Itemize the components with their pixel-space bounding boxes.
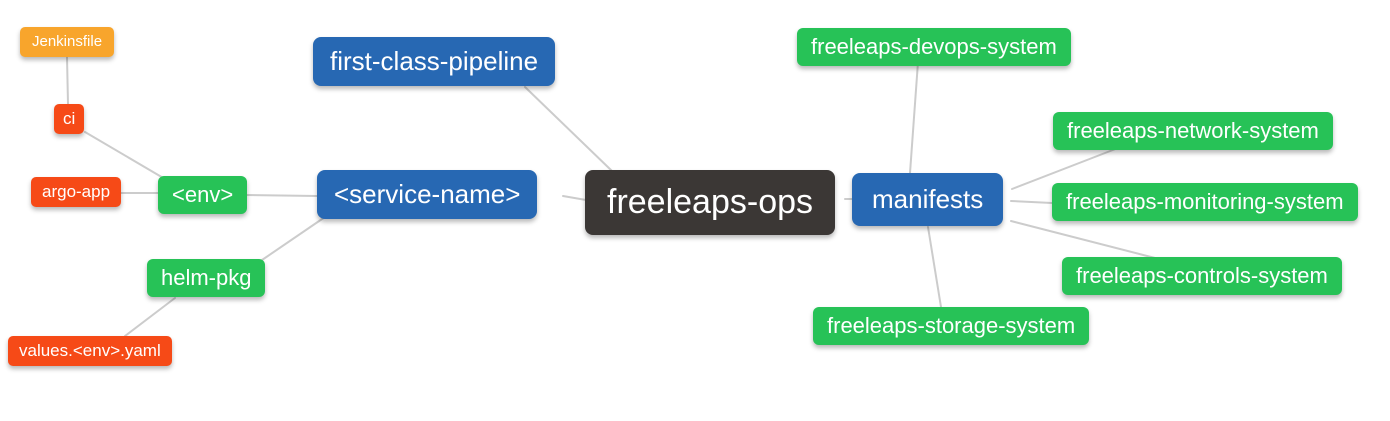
node-freeleaps-devops-system[interactable]: freeleaps-devops-system [797, 28, 1071, 67]
node-freeleaps-ops-root[interactable]: freeleaps-ops [585, 170, 836, 235]
node-values-env-yaml[interactable]: values.<env>.yaml [8, 336, 172, 367]
node-service-name[interactable]: <service-name> [317, 170, 538, 220]
node-env[interactable]: <env> [158, 176, 248, 215]
edge-pipeline-root [524, 86, 613, 172]
node-jenkinsfile[interactable]: Jenkinsfile [20, 27, 115, 57]
node-helm-pkg[interactable]: helm-pkg [147, 259, 266, 298]
node-first-class-pipeline[interactable]: first-class-pipeline [313, 37, 556, 87]
node-freeleaps-monitoring-system[interactable]: freeleaps-monitoring-system [1052, 183, 1358, 222]
node-freeleaps-network-system[interactable]: freeleaps-network-system [1053, 112, 1333, 151]
edge-manifests-devops [909, 61, 919, 174]
edge-manifests-monitoring [1010, 200, 1053, 204]
edge-manifests-storage [927, 226, 942, 308]
edge-helm-pkg-values [124, 297, 176, 337]
edge-env-service-name [244, 194, 318, 197]
edge-service-name-root [562, 195, 587, 201]
edge-manifests-network [1011, 147, 1119, 190]
edge-service-name-helm-pkg [261, 216, 326, 261]
edge-ci-env [84, 131, 166, 180]
node-manifests[interactable]: manifests [852, 173, 1004, 227]
edge-manifests-controls [1010, 220, 1156, 259]
edge-jenkinsfile-ci [66, 56, 69, 105]
node-ci[interactable]: ci [54, 104, 85, 135]
node-argo-app[interactable]: argo-app [31, 177, 122, 208]
node-freeleaps-storage-system[interactable]: freeleaps-storage-system [813, 307, 1090, 346]
node-freeleaps-controls-system[interactable]: freeleaps-controls-system [1062, 257, 1342, 296]
